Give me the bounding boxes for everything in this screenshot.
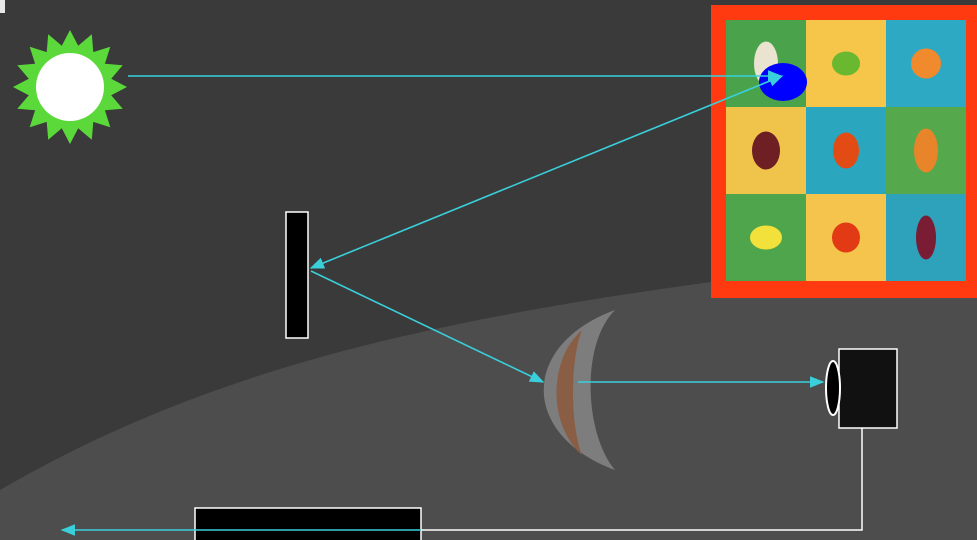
produce-item: [833, 133, 859, 169]
produce-item: [911, 49, 941, 79]
flat-mirror: [286, 212, 308, 338]
produce-item: [752, 132, 780, 170]
produce-item: [832, 223, 860, 253]
light-source: [13, 30, 127, 144]
produce-item: [916, 216, 936, 260]
sample: [711, 5, 977, 298]
produce-item: [914, 129, 938, 173]
processing-unit: [195, 508, 421, 540]
camera-icon: [839, 349, 897, 428]
corner-mark: [0, 0, 5, 13]
produce-item: [832, 52, 860, 76]
produce-grid-image: [726, 20, 966, 281]
produce-item: [750, 226, 782, 250]
sun-core: [36, 53, 104, 121]
camera-lens: [826, 361, 840, 415]
